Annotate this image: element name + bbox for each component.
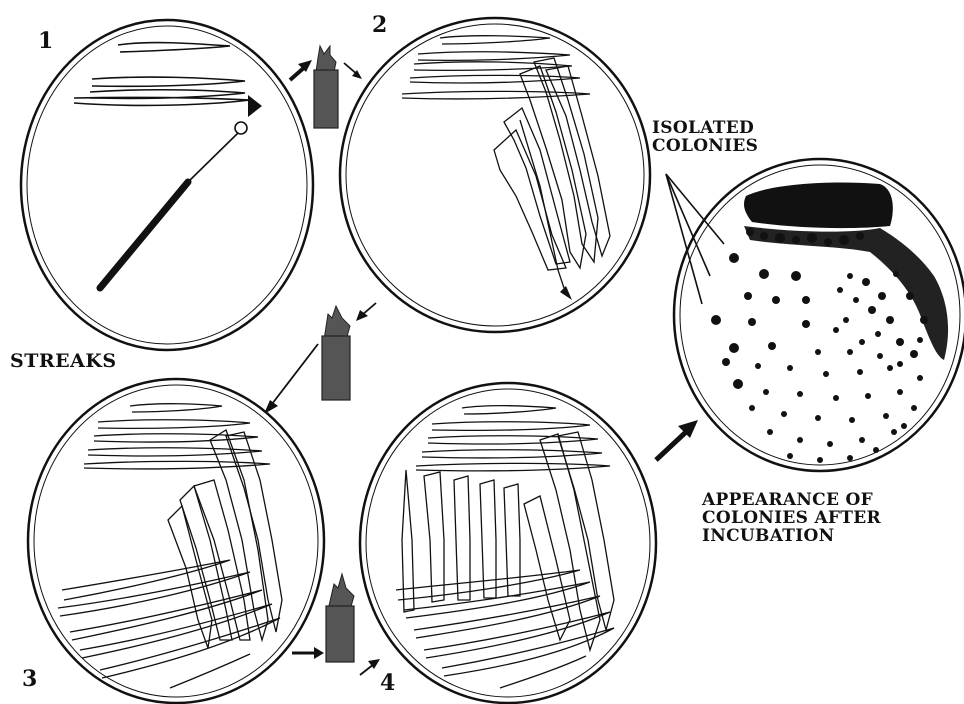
petri-dish-2	[340, 18, 650, 332]
isolated-colonies-label: ISOLATED COLONIES	[652, 120, 758, 156]
isolated-label-line2: COLONIES	[652, 138, 758, 156]
arrow-icon	[264, 344, 318, 414]
appearance-label-line3: INCUBATION	[702, 528, 881, 546]
appearance-label-line2: COLONIES AFTER	[702, 510, 881, 528]
arrow-icon	[344, 63, 362, 79]
arrow-icon	[292, 647, 324, 659]
step-number-4: 4	[380, 672, 395, 695]
petri-dish-1	[21, 20, 313, 350]
arrow-icon	[360, 659, 380, 675]
arrow-icon	[656, 420, 698, 460]
arrow-icon	[290, 60, 312, 80]
bunsen-burner-icon	[322, 306, 350, 400]
step-number-3: 3	[22, 668, 37, 691]
petri-dish-3	[28, 379, 324, 703]
result-petri-dish	[674, 159, 964, 471]
step-number-2: 2	[372, 14, 387, 37]
step-number-1: 1	[38, 30, 53, 53]
streaks-label: STREAKS	[10, 352, 117, 372]
dense-colony-growth	[744, 183, 893, 229]
petri-dish-4	[360, 383, 656, 703]
appearance-label: APPEARANCE OF COLONIES AFTER INCUBATION	[702, 492, 881, 546]
arrow-icon	[356, 303, 376, 321]
bunsen-burner-icon	[326, 574, 354, 662]
bunsen-burner-icon	[314, 46, 338, 128]
